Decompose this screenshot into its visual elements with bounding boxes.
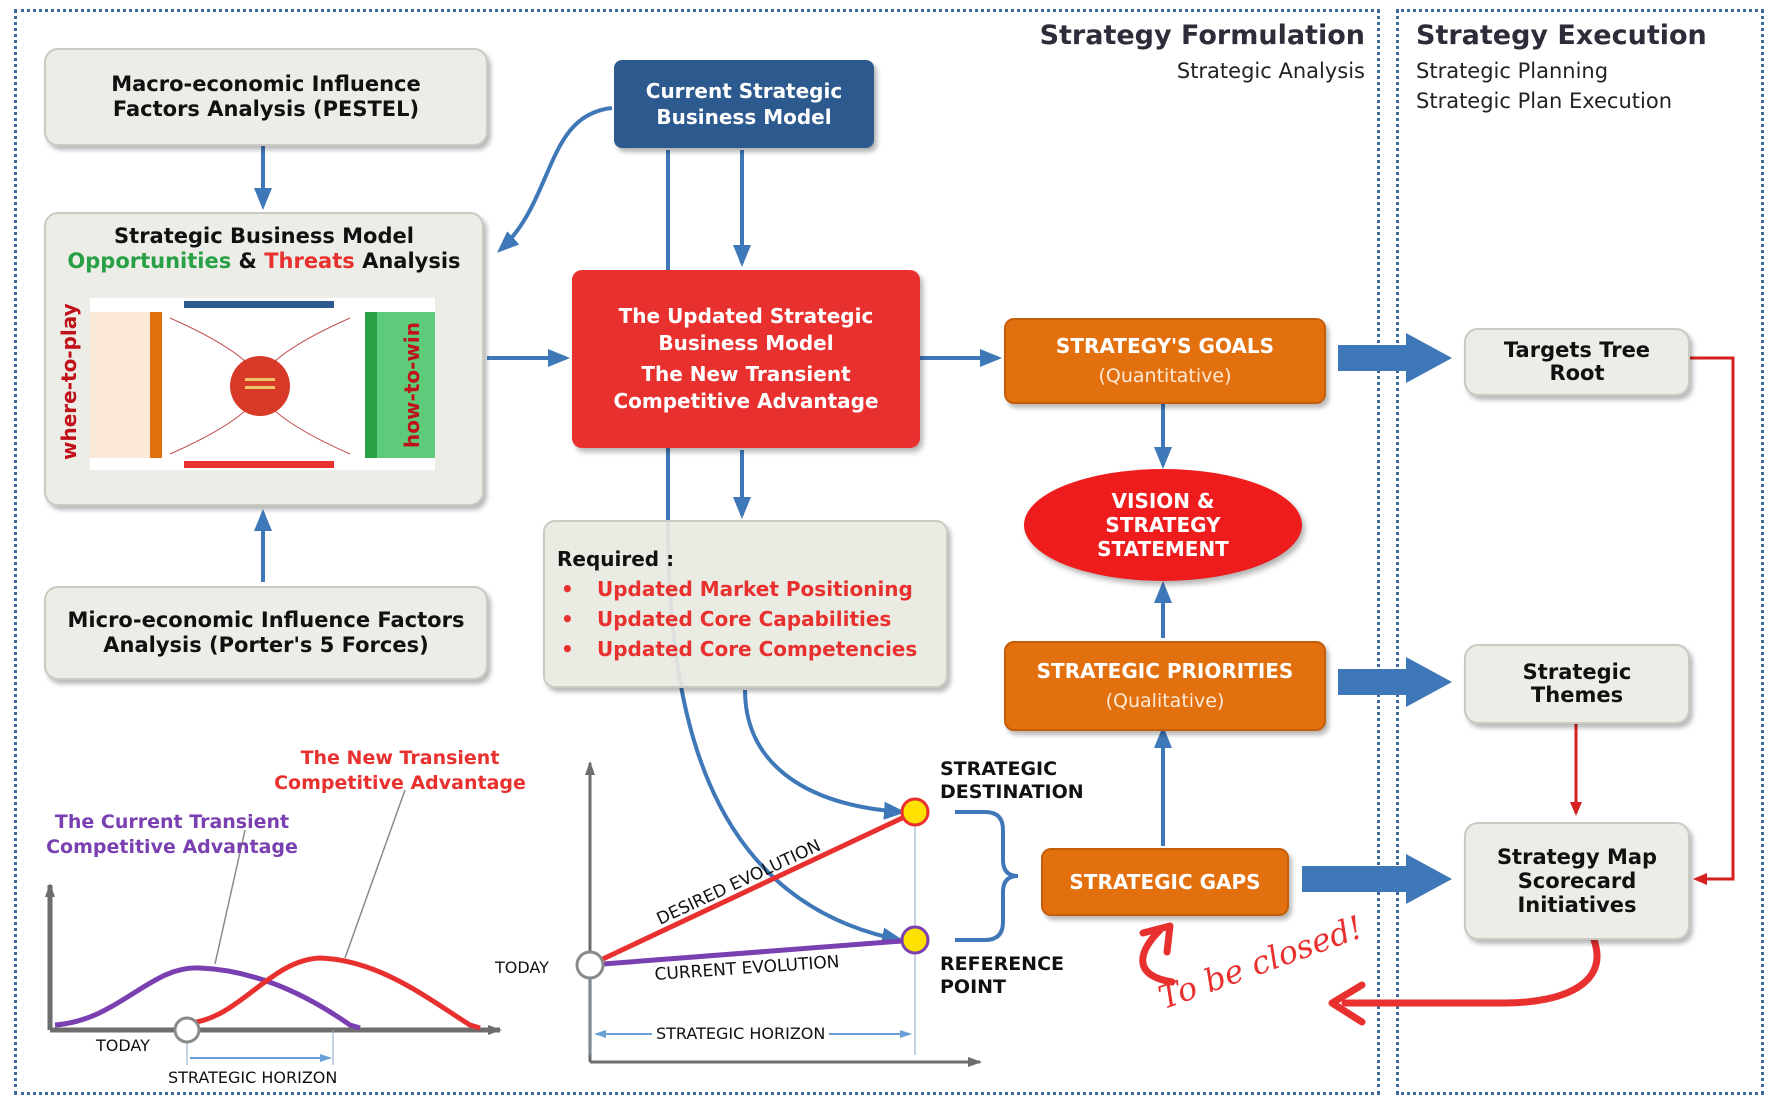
targets-line-2: Root [1549, 361, 1605, 385]
gaps-title: STRATEGIC GAPS [1069, 870, 1261, 894]
map-line-1: Strategy Map [1496, 845, 1658, 869]
left-today-marker [173, 1016, 201, 1044]
to-be-closed-hook [1139, 926, 1176, 986]
formulation-title: Strategy Formulation [1039, 20, 1365, 51]
updated-business-model-box: The Updated Strategic Business Model The… [572, 270, 920, 448]
sbm-canvas-thumbnail [90, 298, 435, 470]
required-item: •Updated Market Positioning [561, 577, 913, 601]
strategy-goals-box: STRATEGY'S GOALS (Quantitative) [1004, 318, 1326, 404]
pestel-line-2: Factors Analysis (PESTEL) [112, 97, 420, 121]
required-box: Required : •Updated Market Positioning •… [543, 520, 948, 688]
vision-line-2: STRATEGY [1105, 513, 1221, 537]
strategic-themes-box: Strategic Themes [1464, 644, 1690, 724]
updated-model-line-2: Business Model [658, 331, 834, 355]
middle-horizon-label: STRATEGIC HORIZON [652, 1024, 830, 1043]
required-item-text: Updated Core Competencies [597, 637, 918, 661]
current-advantage-label: The Current Transient Competitive Advant… [22, 810, 322, 860]
vision-statement-ellipse: VISION & STRATEGY STATEMENT [1024, 469, 1302, 581]
arrow-current-to-sbm [497, 106, 613, 253]
goals-title: STRATEGY'S GOALS [1055, 334, 1275, 358]
destination-marker [900, 797, 930, 827]
block-arrow-priorities-to-themes [1338, 657, 1452, 707]
map-line-2: Scorecard [1517, 869, 1637, 893]
where-to-play-label: where-to-play [57, 303, 81, 460]
and-word: & [231, 249, 265, 273]
arrow-required-to-destination [743, 689, 906, 820]
block-arrow-goals-to-targets [1338, 333, 1452, 383]
sbm-subtitle: Opportunities & Threats Analysis [67, 249, 460, 274]
desired-evolution-line [588, 809, 917, 968]
how-to-win-label: how-to-win [400, 322, 424, 448]
reference-line-1: REFERENCE [940, 953, 1065, 975]
current-evolution-line [589, 937, 916, 968]
execution-subtitle-execution: Strategic Plan Execution [1416, 89, 1673, 113]
current-advantage-curve [54, 965, 361, 1031]
middle-today-label: TODAY [495, 958, 549, 977]
threats-word: Threats [264, 249, 355, 273]
desired-evolution-label: DESIRED EVOLUTION [654, 836, 824, 930]
targets-tree-box: Targets Tree Root [1464, 328, 1690, 396]
execution-title: Strategy Execution [1416, 20, 1707, 51]
map-line-3: Initiatives [1517, 893, 1637, 917]
destination-label: STRATEGIC DESTINATION [940, 758, 1084, 804]
required-item-text: Updated Market Positioning [597, 577, 913, 601]
reference-line-2: POINT [940, 976, 1007, 998]
updated-model-line-4: Competitive Advantage [613, 389, 879, 413]
porter-line-2: Analysis (Porter's 5 Forces) [103, 633, 429, 657]
strategy-map-box: Strategy Map Scorecard Initiatives [1464, 822, 1690, 940]
pestel-line-1: Macro-economic Influence [111, 72, 421, 96]
current-adv-line-2: Competitive Advantage [46, 836, 298, 858]
updated-model-line-1: The Updated Strategic [618, 304, 874, 328]
sbm-title: Strategic Business Model [114, 224, 414, 248]
new-adv-line-2: Competitive Advantage [274, 772, 526, 794]
current-business-model-box: Current Strategic Business Model [614, 60, 874, 148]
new-advantage-label: The New Transient Competitive Advantage [240, 746, 560, 796]
analysis-word: Analysis [354, 249, 461, 273]
block-arrow-gaps-to-map [1302, 854, 1452, 904]
left-mini-chart [45, 789, 502, 1065]
current-adv-line-1: The Current Transient [54, 811, 290, 833]
themes-line-1: Strategic [1522, 660, 1632, 684]
required-item: •Updated Core Capabilities [561, 607, 892, 631]
priorities-subtitle: (Qualitative) [1105, 690, 1225, 712]
middle-chart: DESIRED EVOLUTION CURRENT EVOLUTION [575, 761, 982, 1067]
updated-model-line-3: The New Transient [641, 362, 851, 386]
new-adv-line-1: The New Transient [300, 747, 500, 769]
left-today-label: TODAY [96, 1036, 150, 1055]
new-advantage-curve [189, 955, 481, 1031]
reference-label: REFERENCE POINT [940, 953, 1064, 999]
strategic-priorities-box: STRATEGIC PRIORITIES (Qualitative) [1004, 641, 1326, 731]
strategic-gaps-box: STRATEGIC GAPS [1041, 848, 1289, 916]
formulation-subtitle: Strategic Analysis [1176, 59, 1365, 83]
execution-subtitle-planning: Strategic Planning [1416, 59, 1609, 83]
porter-box: Micro-economic Influence Factors Analysi… [44, 586, 488, 680]
pestel-box: Macro-economic Influence Factors Analysi… [44, 48, 488, 146]
opportunities-word: Opportunities [67, 249, 232, 273]
required-item: •Updated Core Competencies [561, 637, 918, 661]
targets-line-1: Targets Tree [1503, 338, 1651, 362]
current-model-line-2: Business Model [656, 105, 832, 129]
middle-today-marker [575, 950, 605, 980]
porter-line-1: Micro-economic Influence Factors [67, 608, 465, 632]
to-be-closed-arrow [1341, 936, 1601, 1007]
current-model-line-1: Current Strategic [645, 79, 843, 103]
left-horizon-label: STRATEGIC HORIZON [168, 1068, 338, 1087]
destination-line-1: STRATEGIC [940, 758, 1058, 780]
priorities-title: STRATEGIC PRIORITIES [1036, 659, 1294, 683]
required-item-text: Updated Core Capabilities [597, 607, 892, 631]
vision-line-1: VISION & [1111, 489, 1215, 513]
goals-subtitle: (Quantitative) [1098, 365, 1232, 387]
themes-line-2: Themes [1530, 683, 1624, 707]
required-title: Required : [557, 547, 675, 571]
destination-line-2: DESTINATION [940, 781, 1084, 803]
vision-line-3: STATEMENT [1097, 537, 1229, 561]
red-arrow-targets-to-map [1690, 356, 1735, 885]
reference-marker [900, 925, 930, 955]
gaps-bracket [955, 810, 1019, 942]
